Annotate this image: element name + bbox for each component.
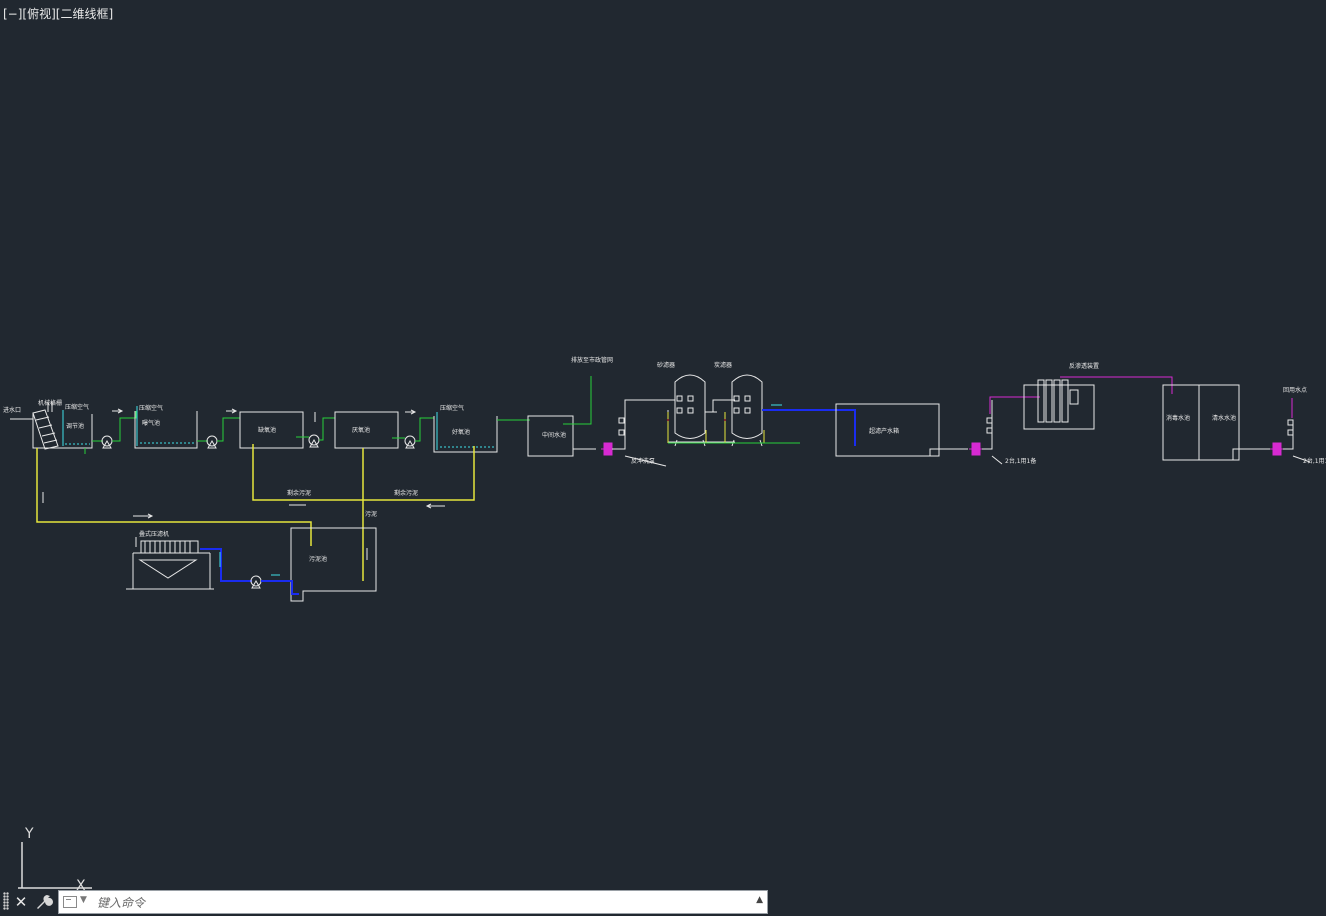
command-line-bar[interactable]: ▼ ▲ xyxy=(58,890,768,914)
intermediate-tank xyxy=(527,415,574,457)
label-backwash: 反冲洗泵 xyxy=(631,457,655,465)
label-screen: 机械格栅 xyxy=(38,399,62,407)
label-air-2: 压缩空气 xyxy=(139,404,163,412)
label-sludge-tank: 污泥池 xyxy=(309,555,327,563)
ro-unit xyxy=(1023,379,1095,430)
label-filter-press: 叠式压滤机 xyxy=(139,530,169,538)
label-reuse-pipe: 排放至市政管网 xyxy=(571,356,613,364)
anoxic-tank xyxy=(239,411,304,449)
pump-7 xyxy=(1270,442,1284,456)
label-sand-filter: 砂滤器 xyxy=(657,361,675,369)
aeration-tank xyxy=(134,411,198,449)
label-clear-tank: 清水水池 xyxy=(1212,414,1236,422)
command-prompt-icon[interactable] xyxy=(63,896,77,908)
pipe-2 xyxy=(112,411,137,442)
carbon-filter xyxy=(731,374,763,447)
label-air-1: 压缩空气 xyxy=(65,403,89,411)
wrench-icon[interactable] xyxy=(34,892,54,912)
viewport-label[interactable]: [−][俯视][二维线框] xyxy=(3,7,114,21)
pump-6 xyxy=(969,442,983,456)
label-carbon-filter: 炭滤器 xyxy=(714,361,732,369)
label-pump-spec-1: 2台,1用1备 xyxy=(1005,457,1036,465)
label-aerobic-tank: 好氧池 xyxy=(452,428,470,436)
label-intermediate-tank: 中间水池 xyxy=(542,431,566,439)
label-disinfection-tank: 消毒水池 xyxy=(1166,414,1190,422)
label-inlet: 进水口 xyxy=(3,406,21,414)
sludge-line-screen xyxy=(36,448,312,546)
label-anoxic-tank: 缺氧池 xyxy=(258,426,276,434)
label-sludge-line: 污泥 xyxy=(365,510,377,518)
label-sludge-return-1: 剩余污泥 xyxy=(287,489,311,497)
mechanical-screen xyxy=(32,402,59,450)
label-pump-spec-2: 2台,1用1备 xyxy=(1303,457,1326,465)
filter-press xyxy=(126,537,214,590)
disinfection-tank xyxy=(1162,384,1240,461)
label-sludge-return-2: 剩余污泥 xyxy=(394,489,418,497)
anaerobic-tank xyxy=(334,411,399,449)
uf-product-tank xyxy=(835,403,940,457)
close-icon[interactable]: ✕ xyxy=(14,893,28,911)
label-anaerobic-tank: 厌氧池 xyxy=(352,426,370,434)
label-ro-unit: 反渗透装置 xyxy=(1069,362,1099,370)
sludge-feed-line xyxy=(200,548,252,582)
regulating-tank xyxy=(32,413,93,449)
label-reuse-water: 回用水点 xyxy=(1283,386,1307,394)
command-line-grip[interactable] xyxy=(3,892,9,910)
label-air-3: 压缩空气 xyxy=(440,404,464,412)
sludge-tank xyxy=(290,527,377,602)
pipe-1 xyxy=(84,440,103,454)
chevron-down-icon[interactable]: ▼ xyxy=(80,895,87,905)
command-history-arrow-icon[interactable]: ▲ xyxy=(756,895,763,905)
label-uf-tank: 超滤产水箱 xyxy=(869,427,899,435)
command-input[interactable] xyxy=(95,893,749,913)
aerobic-tank xyxy=(433,416,498,453)
label-regulating-tank: 调节池 xyxy=(66,422,84,430)
label-aeration-tank: 曝气池 xyxy=(142,419,160,427)
